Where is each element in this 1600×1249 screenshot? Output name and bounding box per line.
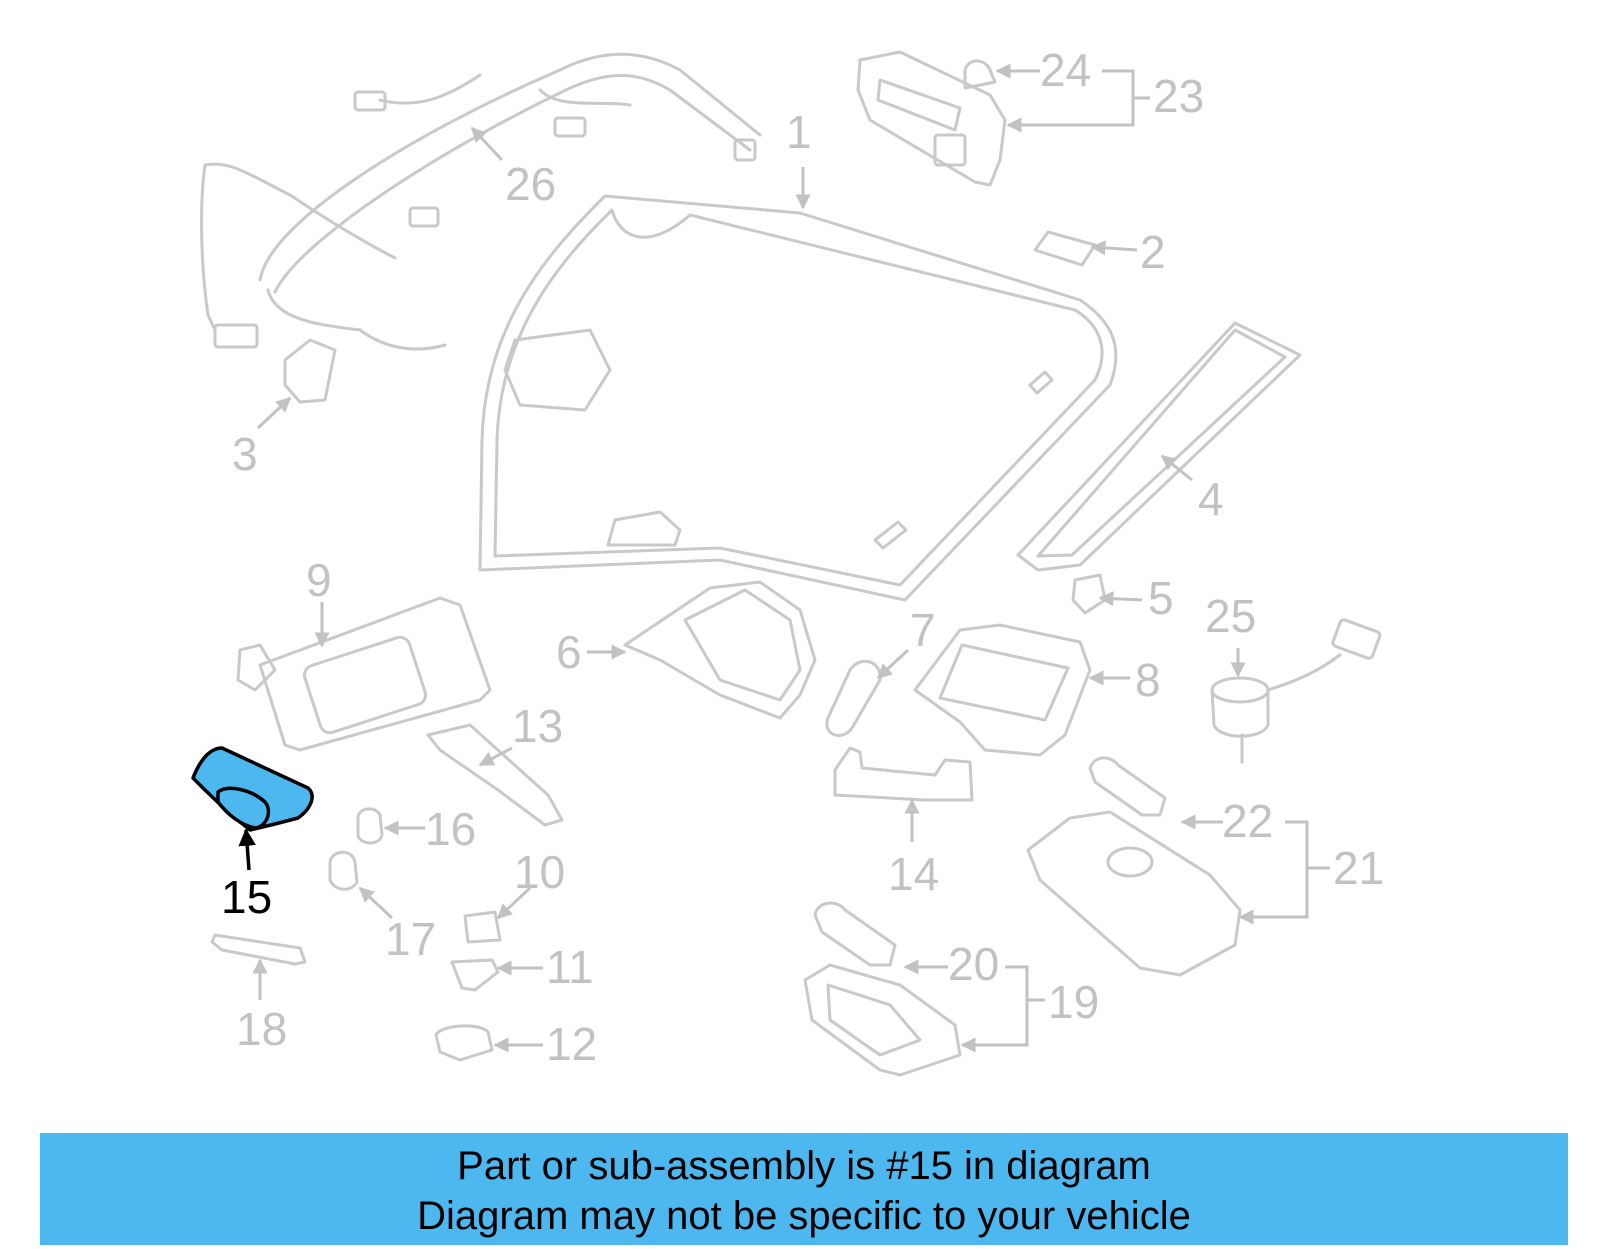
part-24-bulb[interactable] [963,59,997,90]
part-5-clip[interactable] [1071,573,1107,615]
callout-20: 20 [948,938,999,990]
banner-line-part: Part or sub-assembly is #15 in diagram [457,1144,1151,1188]
callout-9: 9 [306,554,332,606]
callout-labels: 1 2 3 4 5 6 7 8 9 10 11 12 13 14 15 16 1… [221,44,1384,1070]
callout-22: 22 [1222,795,1273,847]
callout-2: 2 [1140,226,1166,278]
part-8-tray[interactable] [913,623,1092,757]
part-9-sun-visor[interactable] [236,596,492,752]
callout-12: 12 [546,1018,597,1070]
callout-10: 10 [514,846,565,898]
part-4-pillar-trim[interactable] [1016,321,1302,572]
part-25-sensor[interactable] [1210,618,1382,764]
part-17-grommet[interactable] [328,850,359,891]
part-3-clip[interactable] [283,338,337,404]
part-15-highlighted-visor[interactable] [191,746,314,832]
part-10-cover[interactable] [463,910,502,944]
callout-7: 7 [910,604,936,656]
callout-23: 23 [1153,70,1204,122]
callout-21: 21 [1333,842,1384,894]
part-14-bracket[interactable] [833,746,974,802]
callout-8: 8 [1135,654,1161,706]
part-21-dome-lamp[interactable] [1026,810,1242,977]
part-6-bracket[interactable] [623,580,817,720]
part-1-headliner[interactable] [478,194,1118,602]
callout-18: 18 [236,1003,287,1055]
leader-15 [238,828,256,871]
banner-line-disclaimer: Diagram may not be specific to your vehi… [417,1194,1191,1238]
callout-19: 19 [1048,976,1099,1028]
callout-5: 5 [1148,572,1174,624]
part-19-map-lamp[interactable] [803,963,962,1077]
part-26-wiring-harness[interactable] [200,52,762,351]
part-23-overhead-console[interactable] [856,50,1007,187]
callout-24: 24 [1040,44,1091,96]
part-16-grommet[interactable] [356,807,384,845]
callout-1: 1 [786,106,812,158]
part-2-pad[interactable] [1033,230,1097,267]
part-7-seal[interactable] [825,659,882,737]
callout-13: 13 [512,700,563,752]
part-18-grab-handle[interactable] [210,933,307,966]
callout-26: 26 [505,158,556,210]
info-banner: Part or sub-assembly is #15 in diagram D… [40,1133,1568,1245]
callout-15: 15 [221,871,272,923]
part-20-bulb[interactable] [813,901,897,967]
callout-3: 3 [232,428,258,480]
part-11-hook[interactable] [450,958,500,992]
leader-lines [252,63,1330,1053]
part-13-grab-handle[interactable] [426,723,564,827]
callout-16: 16 [425,803,476,855]
callout-11: 11 [546,941,594,993]
callout-4: 4 [1198,473,1224,525]
callout-17: 17 [385,913,436,965]
part-22-bulb[interactable] [1088,756,1167,817]
part-12-lamp[interactable] [434,1024,494,1062]
callout-14: 14 [888,848,939,900]
callout-25: 25 [1205,590,1256,642]
callout-6: 6 [556,626,582,678]
